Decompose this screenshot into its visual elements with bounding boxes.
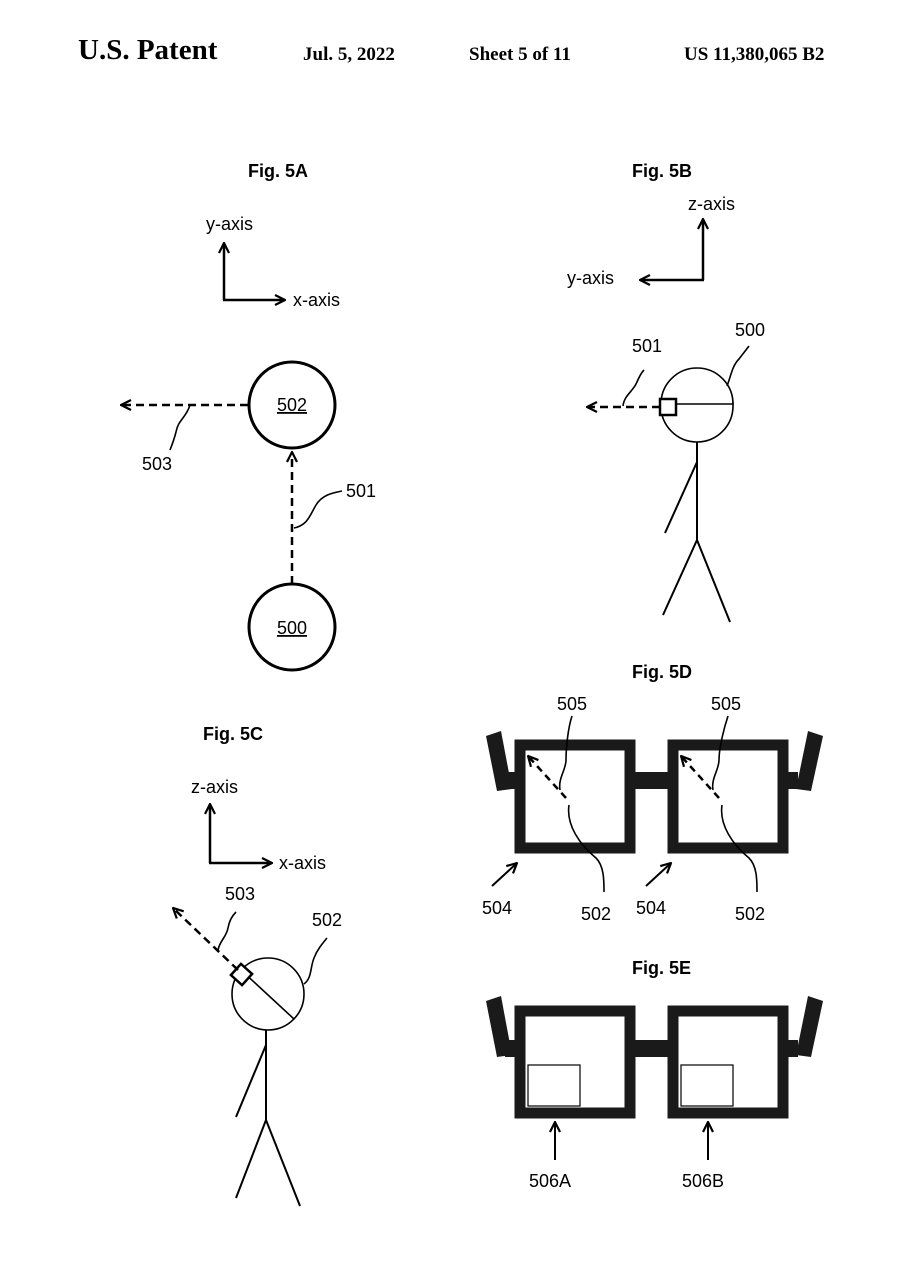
fig-5d-ref-505-right: 505 [711,694,741,714]
fig-5d-bridge [635,772,668,789]
fig-5e-right-hinge [786,1040,798,1057]
fig-5e-display-506a [527,1064,581,1107]
fig-5c-x-axis-label: x-axis [279,853,326,873]
fig-5d-right-temple [796,731,823,791]
fig-5a-leader-503 [169,404,191,451]
fig-5d-left-arrow-505 [528,756,567,799]
fig-5d-left-arrow-504 [491,863,517,887]
fig-5d-ref-502-left: 502 [581,904,611,924]
fig-5a-ref-503: 503 [142,454,172,474]
fig-5a: Fig. 5A y-axis x-axis 502 503 500 501 [121,161,376,672]
fig-5d-ref-502-right: 502 [735,904,765,924]
fig-5b-arm [664,461,698,534]
fig-5b-leader-500 [726,345,750,387]
fig-5d-right-hinge [786,772,798,789]
fig-5d-right-arrow-505 [681,756,720,799]
fig-5b-ref-501: 501 [632,336,662,356]
fig-5d-left-leader-502 [567,804,605,893]
fig-5e-title: Fig. 5E [632,958,691,978]
fig-5d-ref-504-left: 504 [482,898,512,918]
fig-5a-ref-501: 501 [346,481,376,501]
fig-5b-y-axis-label: y-axis [567,268,614,288]
fig-5c-leader-503 [217,911,237,951]
fig-5b: Fig. 5B z-axis y-axis 501 500 [567,161,765,623]
fig-5b-camera [658,397,678,417]
fig-5a-title: Fig. 5A [248,161,308,181]
fig-5d-left-hinge [505,772,517,789]
fig-5b-leader-501 [622,369,645,407]
fig-5e-display-506b [680,1064,734,1107]
fig-5b-left-leg [662,539,698,616]
fig-5b-headset-500 [660,367,734,405]
fig-5e-ref-506b: 506B [682,1171,724,1191]
fig-5c-right-leg [265,1119,301,1207]
sheet-number: Sheet 5 of 11 [469,44,571,65]
fig-5e-bridge [635,1040,668,1057]
fig-5d: Fig. 5D 505 502 504 505 502 504 [482,662,823,924]
patent-header-title: U.S. Patent [78,34,218,66]
fig-5c-left-leg [235,1119,267,1199]
fig-5e: Fig. 5E 506A 506B [486,958,823,1191]
fig-5a-circle-500-label: 500 [277,618,307,638]
patent-number: US 11,380,065 B2 [684,44,825,65]
fig-5d-title: Fig. 5D [632,662,692,682]
fig-5d-right-leader-505 [711,715,729,791]
fig-5c-ref-503: 503 [225,884,255,904]
fig-5c: Fig. 5C z-axis x-axis 503 502 [173,724,342,1207]
fig-5b-right-leg [696,539,731,623]
fig-5e-left-hinge [505,1040,517,1057]
fig-5d-right-leader-502 [720,804,758,893]
fig-5e-right-temple [796,996,823,1057]
fig-5d-ref-504-right: 504 [636,898,666,918]
fig-5d-left-leader-505 [558,715,573,791]
fig-5a-circle-502-label: 502 [277,395,307,415]
fig-5a-y-axis-label: y-axis [206,214,253,234]
patent-date: Jul. 5, 2022 [303,44,395,65]
fig-5c-ref-502: 502 [312,910,342,930]
fig-5e-ref-506a: 506A [529,1171,571,1191]
fig-5c-z-axis-label: z-axis [191,777,238,797]
fig-5c-arm [235,1044,267,1118]
fig-5b-title: Fig. 5B [632,161,692,181]
fig-5b-ref-500: 500 [735,320,765,340]
fig-5c-title: Fig. 5C [203,724,263,744]
fig-5a-x-axis-label: x-axis [293,290,340,310]
fig-5d-ref-505-left: 505 [557,694,587,714]
fig-5b-z-axis-label: z-axis [688,194,735,214]
fig-5a-circle-502 [247,360,337,450]
fig-5a-leader-501 [293,490,343,529]
fig-5d-right-arrow-504 [645,863,671,887]
fig-5c-arrow-503 [173,908,239,971]
fig-5c-leader-502 [303,937,328,985]
